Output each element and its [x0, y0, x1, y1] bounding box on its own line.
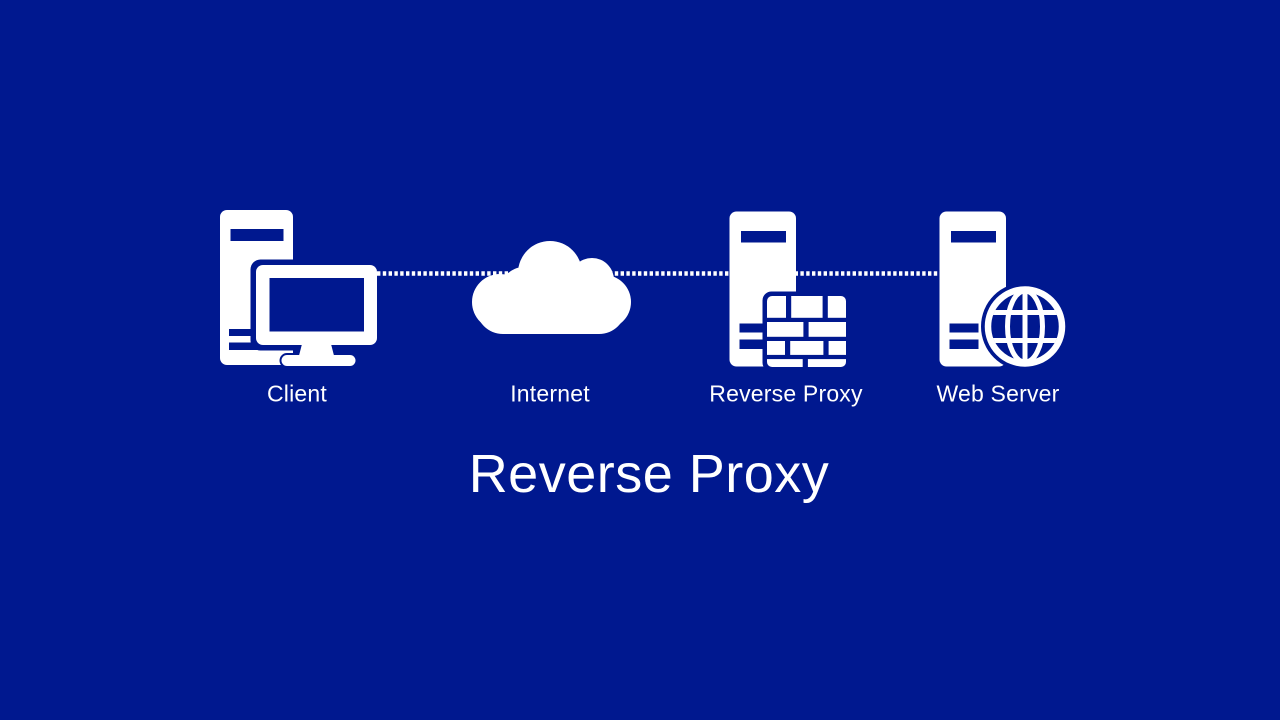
tower-vent-slot [230, 229, 284, 241]
reverse-proxy-label: Reverse Proxy [709, 381, 863, 407]
monitor-stand-neck [298, 344, 335, 360]
web-server-icon [939, 211, 1069, 371]
tower-vent-slot [741, 231, 786, 243]
client-icon [220, 210, 377, 368]
internet-cloud-icon [472, 241, 631, 334]
monitor-screen [269, 278, 364, 332]
reverse-proxy-icon [729, 211, 851, 372]
web-server-label: Web Server [936, 381, 1059, 407]
page-title: Reverse Proxy [469, 444, 830, 504]
firewall-bricks [767, 296, 846, 367]
internet-label: Internet [510, 381, 590, 407]
client-label: Client [267, 381, 327, 407]
tower-vent-slot [951, 231, 996, 243]
globe-grid [991, 288, 1059, 365]
